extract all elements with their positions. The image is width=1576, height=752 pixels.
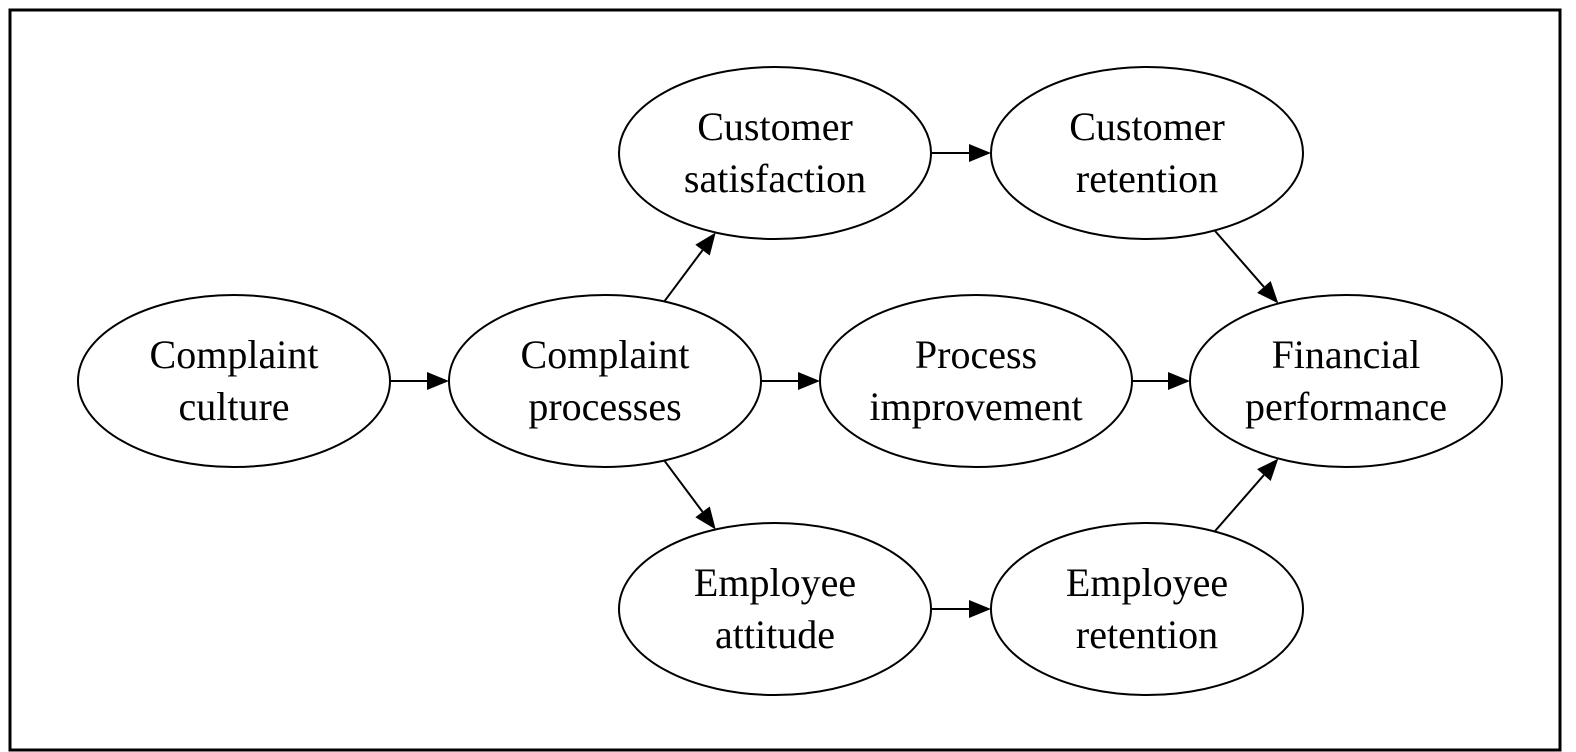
node-ellipse bbox=[77, 294, 391, 468]
node-ellipse bbox=[618, 522, 932, 696]
arrow-line bbox=[663, 459, 704, 513]
node-ellipse bbox=[1189, 294, 1503, 468]
node-label: processes bbox=[528, 384, 681, 429]
node-process-improvement: Process improvement bbox=[819, 294, 1133, 468]
node-label: culture bbox=[178, 384, 289, 429]
arrowhead-icon bbox=[1257, 281, 1279, 304]
arrowhead-icon bbox=[969, 600, 991, 618]
edge-employee-attitude-to-employee-retention bbox=[931, 600, 991, 618]
node-label: improvement bbox=[869, 384, 1082, 429]
edge-complaint-processes-to-employee-attitude bbox=[663, 459, 716, 530]
node-ellipse bbox=[990, 66, 1304, 240]
node-label: retention bbox=[1076, 156, 1218, 201]
arrow-line bbox=[1213, 474, 1265, 533]
node-label: Employee bbox=[1066, 560, 1228, 605]
edge-customer-satisfaction-to-customer-retention bbox=[931, 144, 991, 162]
node-label: Customer bbox=[1069, 104, 1225, 149]
arrowhead-icon bbox=[1168, 372, 1190, 390]
node-customer-retention: Customer retention bbox=[990, 66, 1304, 240]
node-label: Process bbox=[915, 332, 1037, 377]
node-complaint-processes: Complaint processes bbox=[448, 294, 762, 468]
arrow-line bbox=[663, 249, 704, 303]
node-employee-retention: Employee retention bbox=[990, 522, 1304, 696]
edge-complaint-culture-to-complaint-processes bbox=[390, 372, 449, 390]
edge-complaint-processes-to-customer-satisfaction bbox=[663, 232, 716, 303]
node-financial-performance: Financial performance bbox=[1189, 294, 1503, 468]
arrowhead-icon bbox=[798, 372, 820, 390]
arrowhead-icon bbox=[1257, 458, 1279, 481]
edge-process-improvement-to-financial-performance bbox=[1132, 372, 1190, 390]
arrowhead-icon bbox=[695, 232, 716, 256]
node-label: Complaint bbox=[150, 332, 319, 377]
node-label: retention bbox=[1076, 612, 1218, 657]
edge-employee-retention-to-financial-performance bbox=[1213, 458, 1279, 533]
node-label: satisfaction bbox=[684, 156, 866, 201]
arrowhead-icon bbox=[695, 506, 716, 530]
node-label: attitude bbox=[715, 612, 835, 657]
node-label: Complaint bbox=[521, 332, 690, 377]
node-ellipse bbox=[990, 522, 1304, 696]
edge-customer-retention-to-financial-performance bbox=[1213, 229, 1279, 304]
node-ellipse bbox=[819, 294, 1133, 468]
edges bbox=[390, 144, 1279, 618]
node-label: Employee bbox=[694, 560, 856, 605]
arrowhead-icon bbox=[427, 372, 449, 390]
nodes: Complaint culture Complaint processes Custom… bbox=[77, 66, 1503, 696]
node-label: Customer bbox=[697, 104, 853, 149]
arrowhead-icon bbox=[969, 144, 991, 162]
diagram-frame bbox=[8, 8, 1562, 752]
node-complaint-culture: Complaint culture bbox=[77, 294, 391, 468]
node-ellipse bbox=[618, 66, 932, 240]
edge-complaint-processes-to-process-improvement bbox=[761, 372, 820, 390]
node-ellipse bbox=[448, 294, 762, 468]
node-label: Financial bbox=[1272, 332, 1421, 377]
arrow-line bbox=[1213, 229, 1265, 288]
node-customer-satisfaction: Customer satisfaction bbox=[618, 66, 932, 240]
node-label: performance bbox=[1245, 384, 1447, 429]
node-employee-attitude: Employee attitude bbox=[618, 522, 932, 696]
